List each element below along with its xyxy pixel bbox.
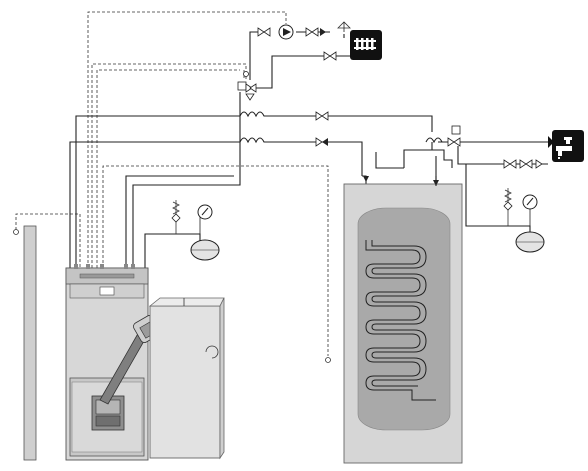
expansion-vessel-dhw xyxy=(515,231,545,253)
hot-water-cylinder xyxy=(343,176,463,464)
flue-sensor-line xyxy=(15,213,81,268)
pellet-hopper xyxy=(148,297,225,460)
circulation-pump xyxy=(278,24,294,40)
radiator-icon xyxy=(350,30,382,60)
expansion-vessel-heating xyxy=(190,239,220,261)
safety-group-dhw xyxy=(503,188,538,226)
isolation-valves-radiator xyxy=(323,51,337,61)
isolation-valves-top xyxy=(257,21,351,37)
boiler-display xyxy=(99,286,115,296)
pellet-boiler xyxy=(65,264,149,461)
control-wiring xyxy=(87,11,331,363)
safety-group-heating xyxy=(171,200,213,234)
flue-sensor-icon xyxy=(13,229,19,235)
dhw-mixing-valve xyxy=(447,125,461,147)
check-valves xyxy=(315,111,543,169)
tap-icon xyxy=(548,130,584,162)
flue-chimney xyxy=(23,225,37,461)
three-way-mixing-valve xyxy=(237,71,257,101)
